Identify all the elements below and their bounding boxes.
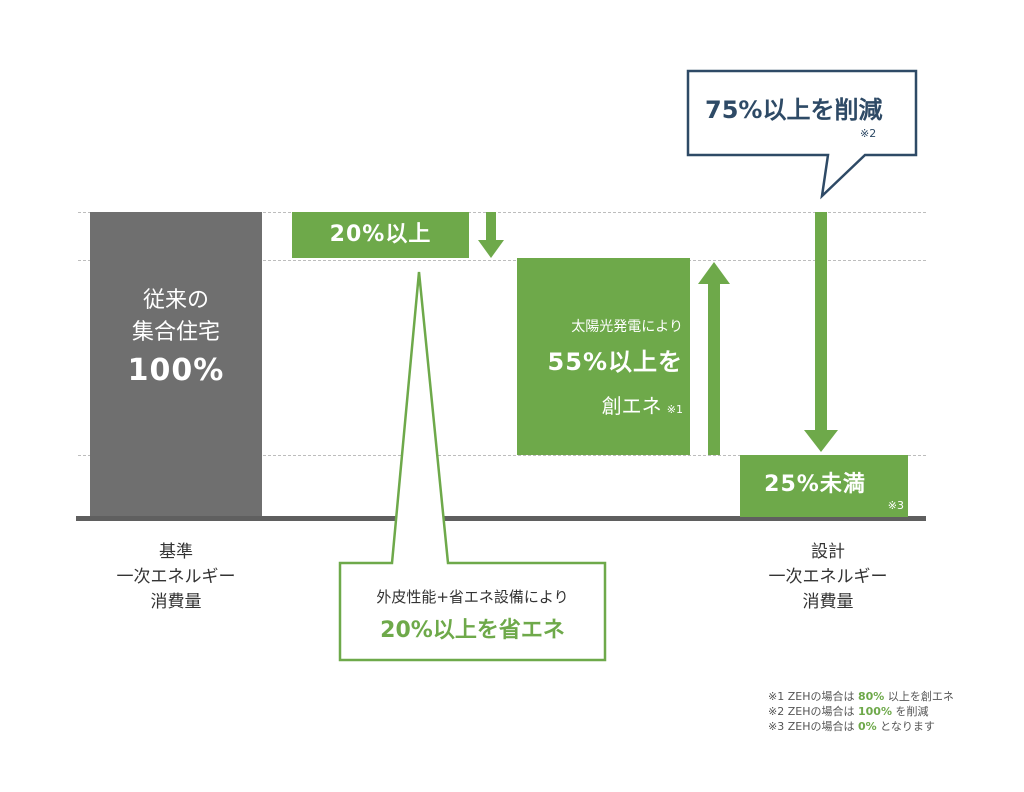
axis-label-design-line2: 一次エネルギー (768, 567, 888, 587)
generation-box-note-mark: ※1 (666, 403, 683, 416)
callout-top-text: 75%以上を削減 (705, 96, 883, 124)
footnote-3: ※3 ZEHの場合は 0% となります (768, 719, 1008, 734)
axis-label-design: 設計 一次エネルギー 消費量 (740, 540, 916, 615)
result-box-text: 25%未満 (764, 472, 866, 497)
baseline-bar-value: 100% (127, 353, 225, 388)
callout-top-note-mark: ※2 (860, 127, 877, 140)
total-down-arrow (804, 212, 838, 452)
baseline-bar-label: 従来の 集合住宅 100% (90, 285, 262, 387)
guide-line-25 (78, 455, 926, 456)
footnotes: ※1 ZEHの場合は 80% 以上を創エネ ※2 ZEHの場合は 100% を削… (768, 689, 1008, 734)
callout-top-shape (686, 69, 918, 200)
guide-line-80 (78, 260, 926, 261)
result-box (740, 455, 908, 517)
footnote-2-value: 100% (857, 705, 892, 718)
axis-label-baseline: 基準 一次エネルギー 消費量 (90, 540, 262, 615)
generation-box (517, 258, 690, 455)
footnote-3-mark: ※3 (768, 720, 785, 733)
axis-label-design-line3: 消費量 (802, 592, 854, 612)
reduction-down-arrow (478, 212, 504, 258)
axis-label-baseline-line1: 基準 (159, 542, 193, 562)
baseline-bar-line2: 集合住宅 (131, 320, 220, 345)
footnote-3-prefix: ZEHの場合は (787, 720, 855, 733)
result-box-note-mark: ※3 (887, 499, 904, 512)
footnote-1-suffix: 以上を創エネ (887, 690, 954, 703)
callout-bottom-line1: 外皮性能+省エネ設備により (376, 588, 569, 606)
footnote-2: ※2 ZEHの場合は 100% を削減 (768, 704, 1008, 719)
generation-box-line1: 太陽光発電により (571, 319, 683, 335)
footnote-2-mark: ※2 (768, 705, 785, 718)
callout-bottom-line2: 20%以上を省エネ (380, 618, 565, 643)
reduction-box-text: 20%以上 (329, 222, 432, 247)
footnote-1-prefix: ZEHの場合は (787, 690, 855, 703)
axis-label-design-line1: 設計 (811, 542, 845, 562)
footnote-2-prefix: ZEHの場合は (787, 705, 855, 718)
footnote-3-value: 0% (857, 720, 877, 733)
footnote-2-suffix: を削減 (895, 705, 929, 718)
footnote-3-suffix: となります (880, 720, 935, 733)
footnote-1-mark: ※1 (768, 690, 785, 703)
generation-up-arrow (698, 262, 730, 455)
guide-line-100 (78, 212, 926, 213)
axis-label-baseline-line3: 消費量 (150, 592, 202, 612)
generation-box-line3: 創エネ (601, 394, 662, 418)
baseline-energy-bar (90, 212, 262, 518)
generation-box-value: 55%以上を (547, 348, 683, 376)
footnote-1: ※1 ZEHの場合は 80% 以上を創エネ (768, 689, 1008, 704)
generation-box-line3-wrap: 創エネ ※1 (517, 390, 683, 419)
callout-bottom-shape (338, 271, 607, 662)
baseline-bar-line1: 従来の (142, 288, 209, 313)
axis-label-baseline-line2: 一次エネルギー (116, 567, 236, 587)
footnote-1-value: 80% (857, 690, 885, 703)
reduction-box (292, 212, 469, 258)
axis-baseline (76, 516, 926, 521)
